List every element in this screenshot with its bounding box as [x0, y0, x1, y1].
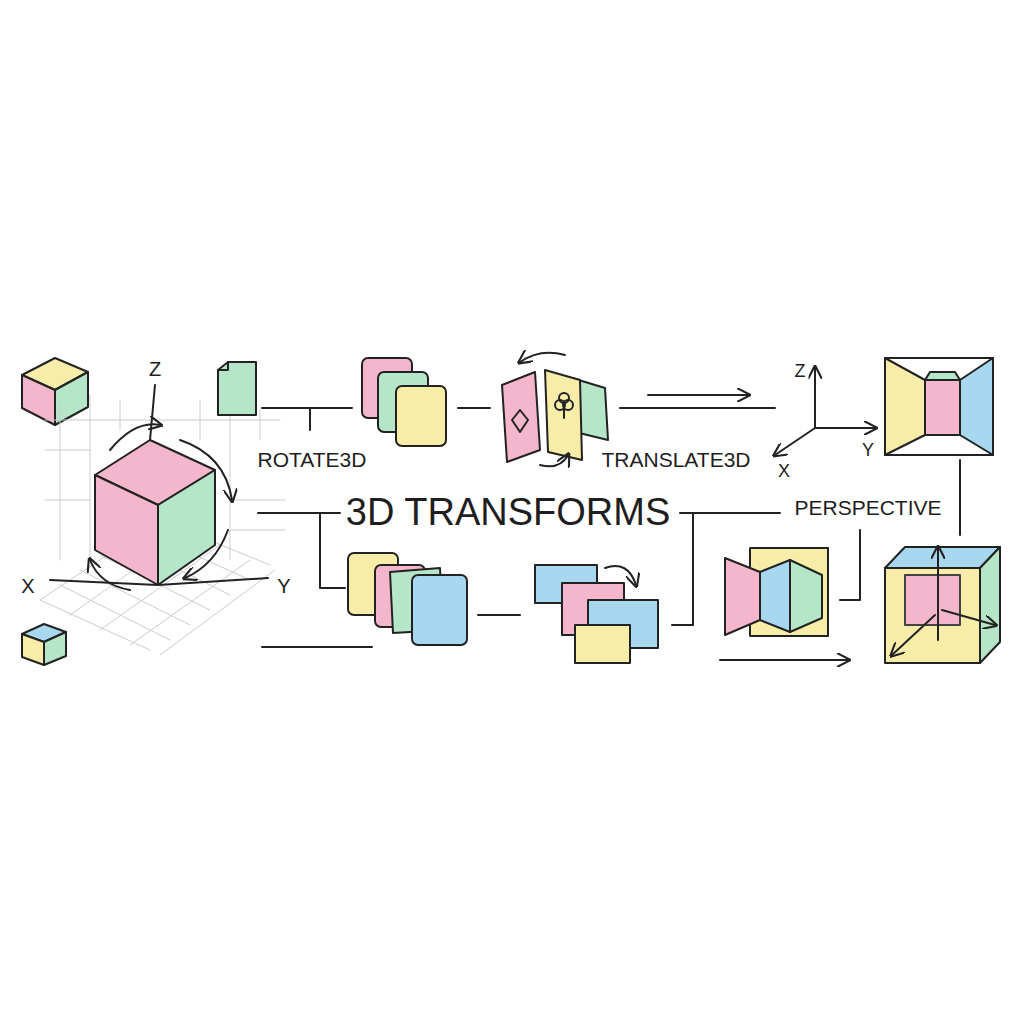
- grid: [40, 395, 285, 655]
- axis-label: Z: [146, 358, 164, 380]
- card-stack: [348, 553, 467, 645]
- frame-lines: [258, 395, 960, 660]
- operation-label: PERSPECTIVE: [791, 496, 944, 519]
- card-stack: [362, 358, 446, 446]
- operation-label: TRANSLATE3D: [599, 448, 754, 471]
- rotating-cards: [502, 353, 608, 467]
- axis-label: X: [775, 462, 793, 482]
- axis-label: Y: [859, 441, 877, 461]
- operation-label: ROTATE3D: [255, 448, 370, 471]
- axis-label: Y: [274, 575, 293, 597]
- small-cube: [22, 358, 88, 425]
- small-cube: [22, 624, 66, 665]
- perspective-box: [885, 358, 993, 455]
- document-icon: [218, 362, 256, 415]
- diagram-title: 3D TRANSFORMS: [343, 492, 673, 534]
- translate-rects: [535, 565, 658, 663]
- wire-cube: [885, 547, 1000, 663]
- axis-label: X: [18, 575, 37, 597]
- axis-label: Z: [792, 362, 809, 382]
- perspective-frame: [725, 548, 828, 636]
